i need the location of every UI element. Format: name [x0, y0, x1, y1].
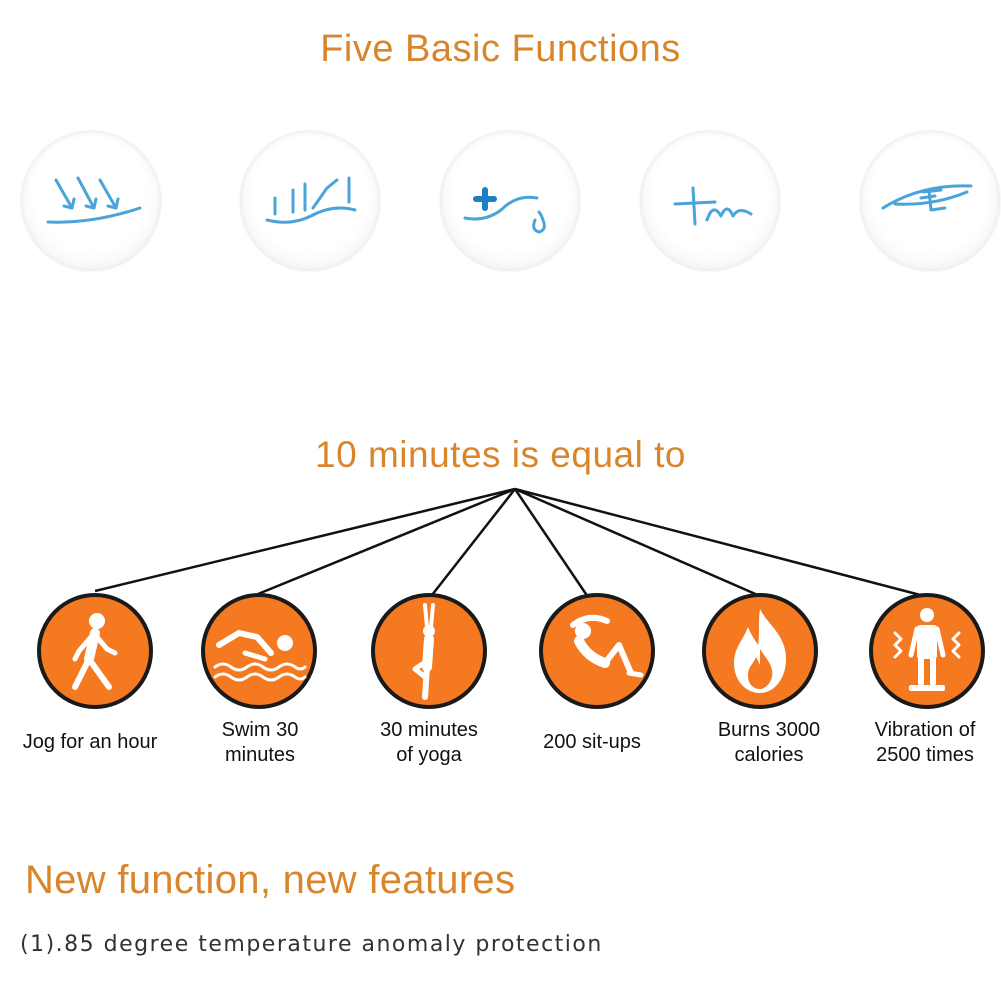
equivalence-circle-swim [201, 593, 317, 709]
equivalence-circle-yoga [371, 593, 487, 709]
equivalence-circle-situps [539, 593, 655, 709]
flame-icon [734, 609, 786, 693]
yoga-pose-icon [412, 603, 435, 700]
wave-pulse-icon [265, 176, 357, 224]
function-circle-5 [861, 132, 999, 270]
new-features-title: New function, new features [25, 858, 516, 902]
function-circle-3 [441, 132, 579, 270]
equivalence-circle-calories [702, 593, 818, 709]
equivalence-circle-vibration [869, 593, 985, 709]
temperature-protection-text: (1).85 degree temperature anomaly protec… [20, 932, 603, 957]
function-circle-4 [641, 132, 779, 270]
eye-curve-icon [881, 184, 973, 212]
equivalence-label-situps: 200 sit-ups [543, 731, 641, 753]
plus-curve-drop-icon [463, 187, 546, 234]
arrows-into-surface-icon [46, 176, 142, 224]
tm-stroke-icon [673, 186, 753, 226]
equivalence-label-vibration: Vibration of 2500 times [874, 719, 976, 766]
function-circle-2 [241, 132, 379, 270]
walking-person-icon [72, 613, 118, 690]
equivalence-label-swim: Swim 30 minutes [221, 719, 299, 766]
equivalence-label-calories: Burns 3000 calories [717, 719, 821, 766]
swimmer-icon [213, 630, 307, 682]
equivalence-label-yoga: 30 minutes of yoga [380, 719, 478, 766]
equivalence-circle-jog [37, 593, 153, 709]
sit-up-icon [570, 614, 644, 678]
five-functions-title: Five Basic Functions [320, 28, 681, 70]
ten-minutes-title: 10 minutes is equal to [315, 434, 686, 475]
function-circle-1 [22, 132, 160, 270]
vibration-person-icon [893, 608, 961, 691]
equivalence-label-jog: Jog for an hour [22, 731, 158, 753]
